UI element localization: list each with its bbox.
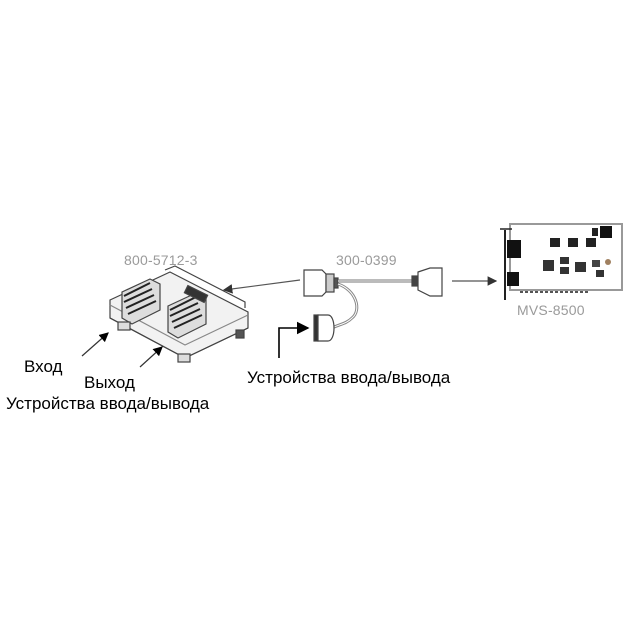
output-label: Выход xyxy=(84,373,135,392)
board-part-number: 800-5712-3 xyxy=(124,252,198,268)
cable-part-number: 300-0399 xyxy=(336,252,397,268)
arrow-io-devices-cable xyxy=(278,321,310,358)
terminal-board-icon xyxy=(109,265,249,363)
arrow-output xyxy=(139,346,163,368)
input-label: Вход xyxy=(24,357,63,376)
io-devices-board-label: Устройства ввода/вывода xyxy=(6,394,210,413)
arrow-cable-to-board xyxy=(222,279,301,294)
frame-grabber-card-icon xyxy=(500,223,623,300)
io-devices-cable-label: Устройства ввода/вывода xyxy=(247,368,451,387)
arrow-input xyxy=(81,332,109,357)
card-part-number: MVS-8500 xyxy=(517,302,585,318)
cable-icon xyxy=(303,267,443,342)
